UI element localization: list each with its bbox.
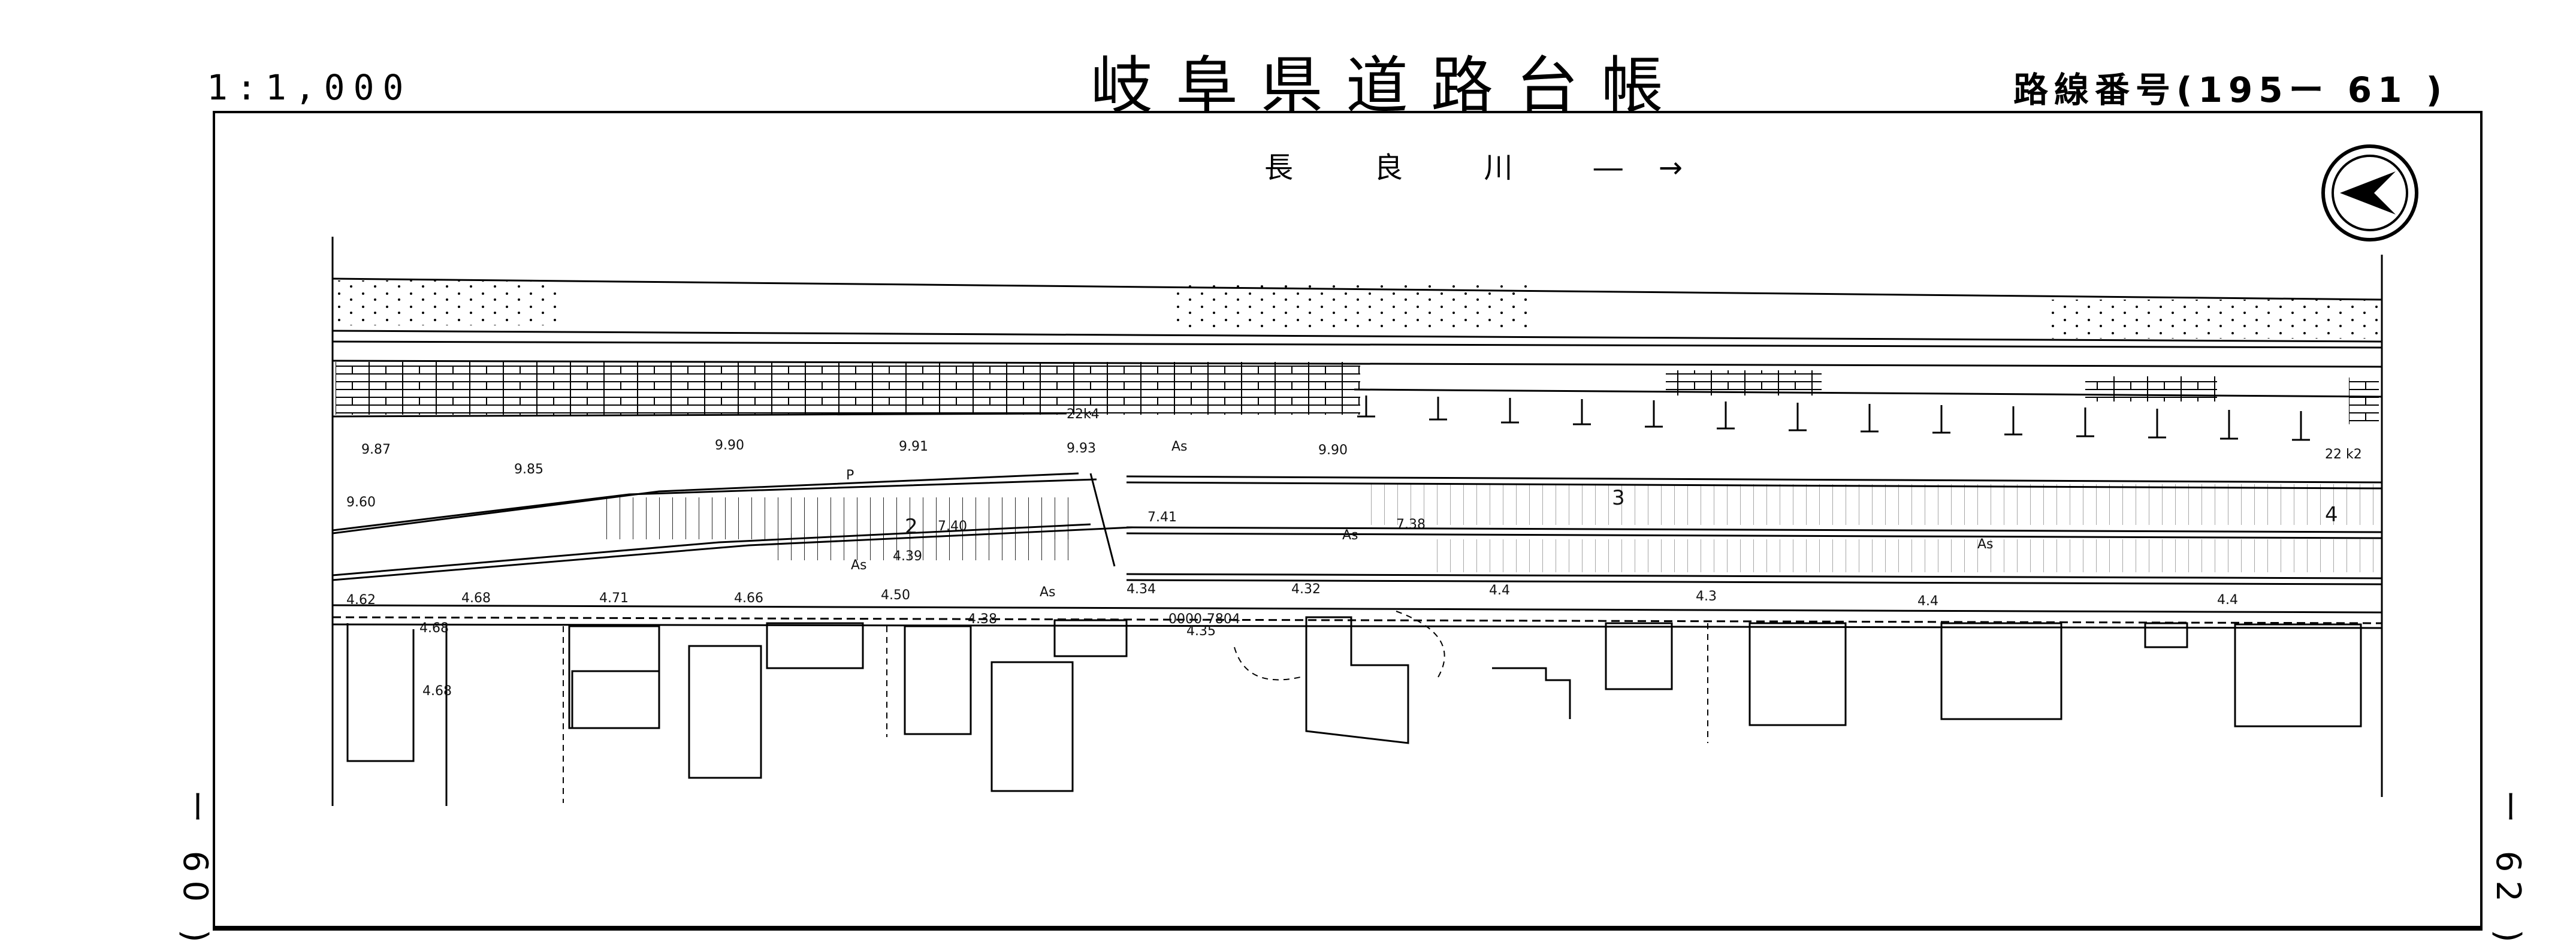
compass-arrow-icon [2321, 144, 2418, 241]
lot-boundaries [563, 611, 1708, 803]
elevation-label: 9.87 [361, 442, 391, 457]
gravel-area [336, 280, 563, 325]
slope-hatching [1426, 539, 2379, 572]
main-road [332, 604, 2382, 629]
sheet-title: 岐阜県道路台帳 [1091, 49, 1687, 122]
elevation-label: 4.68 [461, 591, 491, 606]
elevation-label: 7.38 [1396, 517, 1426, 532]
adjacent-sheet-left: ー 60 ) [176, 790, 215, 951]
elevation-label: 4.50 [881, 588, 910, 603]
elevation-label: 4.32 [1291, 582, 1321, 597]
segment-number: 3 [1612, 486, 1625, 510]
adjacent-sheet-right: ー 62 ) [2489, 790, 2527, 951]
surface-label: As [851, 558, 867, 573]
elevation-label: 4.71 [599, 591, 629, 606]
segment-number: 2 [905, 515, 918, 539]
elevation-label: 4.35 [1186, 624, 1216, 639]
map-scale: 1:1,000 [207, 67, 412, 108]
station-label: 22k4 [1067, 407, 1100, 422]
levee-line [332, 340, 2382, 349]
building-outlines [346, 616, 2362, 806]
slope-hatching [599, 497, 1079, 539]
levee-wall-bottom-east [1354, 388, 2382, 398]
elevation-label: 4.4 [2217, 593, 2238, 608]
elevation-label: 4.39 [893, 549, 922, 564]
elevation-label: 9.93 [1067, 441, 1096, 456]
elevation-label: 9.60 [346, 495, 376, 510]
surface-label: As [1171, 439, 1188, 454]
segment-number: 4 [2325, 503, 2338, 527]
elevation-label: 7.40 [938, 519, 967, 534]
gravel-area [2049, 300, 2379, 339]
revetment-blocks [1666, 370, 1822, 396]
elevation-label: 4.68 [422, 684, 452, 699]
elevation-label: 4.66 [734, 591, 763, 606]
elevation-label: 9.90 [715, 438, 744, 453]
route-number: 路線番号(195ー 61 ) [2013, 70, 2448, 110]
elevation-label: 9.90 [1318, 443, 1348, 458]
elevation-label: 9.85 [514, 462, 543, 477]
elevation-label: 4.3 [1696, 589, 1717, 604]
elevation-label: 4.62 [346, 593, 376, 608]
slope-hatching [767, 533, 1079, 560]
slope-hatching [1366, 484, 2379, 525]
elevation-label: 4.38 [968, 612, 997, 627]
surface-label: As [1977, 537, 1994, 552]
elevation-label: 9.91 [899, 439, 928, 454]
revetment-blocks [2349, 378, 2379, 424]
slope-symbols [1357, 396, 2310, 441]
marker-label: P [846, 468, 854, 483]
elevation-label: 4.4 [1489, 583, 1510, 598]
elevation-label: 4.4 [1917, 594, 1938, 609]
surface-label: As [1342, 528, 1358, 543]
gravel-area [1168, 285, 1528, 328]
elevation-label: 4.34 [1127, 582, 1156, 597]
map-frame [213, 111, 2483, 931]
elevation-label: 7.41 [1147, 510, 1177, 525]
river-label: 長 良 川 ―→ [1264, 151, 1719, 185]
station-label: 22 k2 [2325, 447, 2362, 462]
elevation-label: 4.68 [419, 621, 449, 636]
road-code: 0000-7804 [1168, 612, 1240, 627]
gravel-area [1498, 288, 1534, 330]
bottom-border [213, 926, 2480, 928]
revetment-blocks [336, 362, 1360, 415]
surface-label: As [1040, 585, 1056, 600]
levee-top-line [332, 330, 2382, 343]
revetment-blocks [2085, 376, 2217, 401]
